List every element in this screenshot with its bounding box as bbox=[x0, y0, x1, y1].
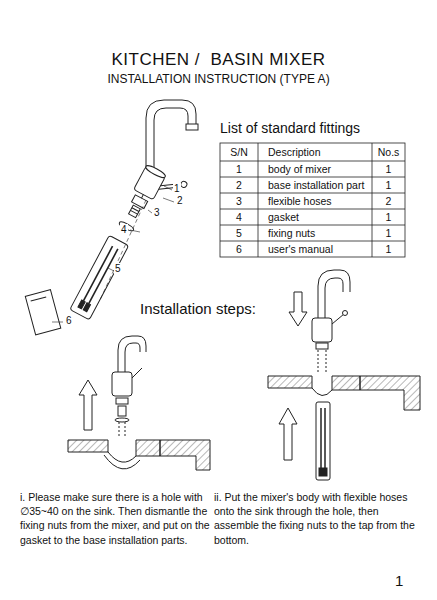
step-one-drawing bbox=[68, 336, 210, 470]
step-note: ii. Put the mixer's body with flexible h… bbox=[214, 490, 422, 547]
exploded-mixer bbox=[25, 100, 198, 335]
table-cell: 1 bbox=[372, 161, 405, 177]
step-two-drawing bbox=[268, 270, 420, 480]
step-note: i. Please make sure there is a hole with… bbox=[20, 490, 214, 547]
callout-number: 6 bbox=[65, 315, 73, 326]
callout-number: 3 bbox=[153, 207, 161, 218]
callout-number: 5 bbox=[114, 263, 122, 274]
table-cell: No.s bbox=[372, 143, 405, 161]
table-cell: 1 bbox=[372, 225, 405, 241]
callout-number: 2 bbox=[176, 195, 184, 206]
table-cell: gasket bbox=[268, 209, 370, 225]
table-cell: 2 bbox=[220, 177, 258, 193]
table-heading: List of standard fittings bbox=[220, 120, 420, 136]
page-title: KITCHEN / BASIN MIXER bbox=[0, 50, 437, 70]
table-cell: Description bbox=[268, 143, 370, 161]
table-cell: body of mixer bbox=[268, 161, 370, 177]
table-cell: 1 bbox=[372, 209, 405, 225]
table-cell: 4 bbox=[220, 209, 258, 225]
table-cell: S/N bbox=[220, 143, 258, 161]
subtitle: INSTALLATION INSTRUCTION (TYPE A) bbox=[0, 72, 437, 86]
table-cell: fixing nuts bbox=[268, 225, 370, 241]
table-cell: 2 bbox=[372, 193, 405, 209]
table-cell: 6 bbox=[220, 241, 258, 257]
callout-number: 1 bbox=[173, 183, 181, 194]
table-cell: 1 bbox=[372, 241, 405, 257]
table-cell: flexible hoses bbox=[268, 193, 370, 209]
table-cell: 1 bbox=[372, 177, 405, 193]
fittings-table bbox=[220, 143, 405, 257]
table-cell: base installation part bbox=[268, 177, 370, 193]
table-cell: user's manual bbox=[268, 241, 370, 257]
table-cell: 3 bbox=[220, 193, 258, 209]
callout-number: 4 bbox=[120, 224, 128, 235]
section-heading: Installation steps: bbox=[140, 300, 340, 317]
table-cell: 1 bbox=[220, 161, 258, 177]
table-cell: 5 bbox=[220, 225, 258, 241]
page-number: 1 bbox=[395, 572, 415, 589]
